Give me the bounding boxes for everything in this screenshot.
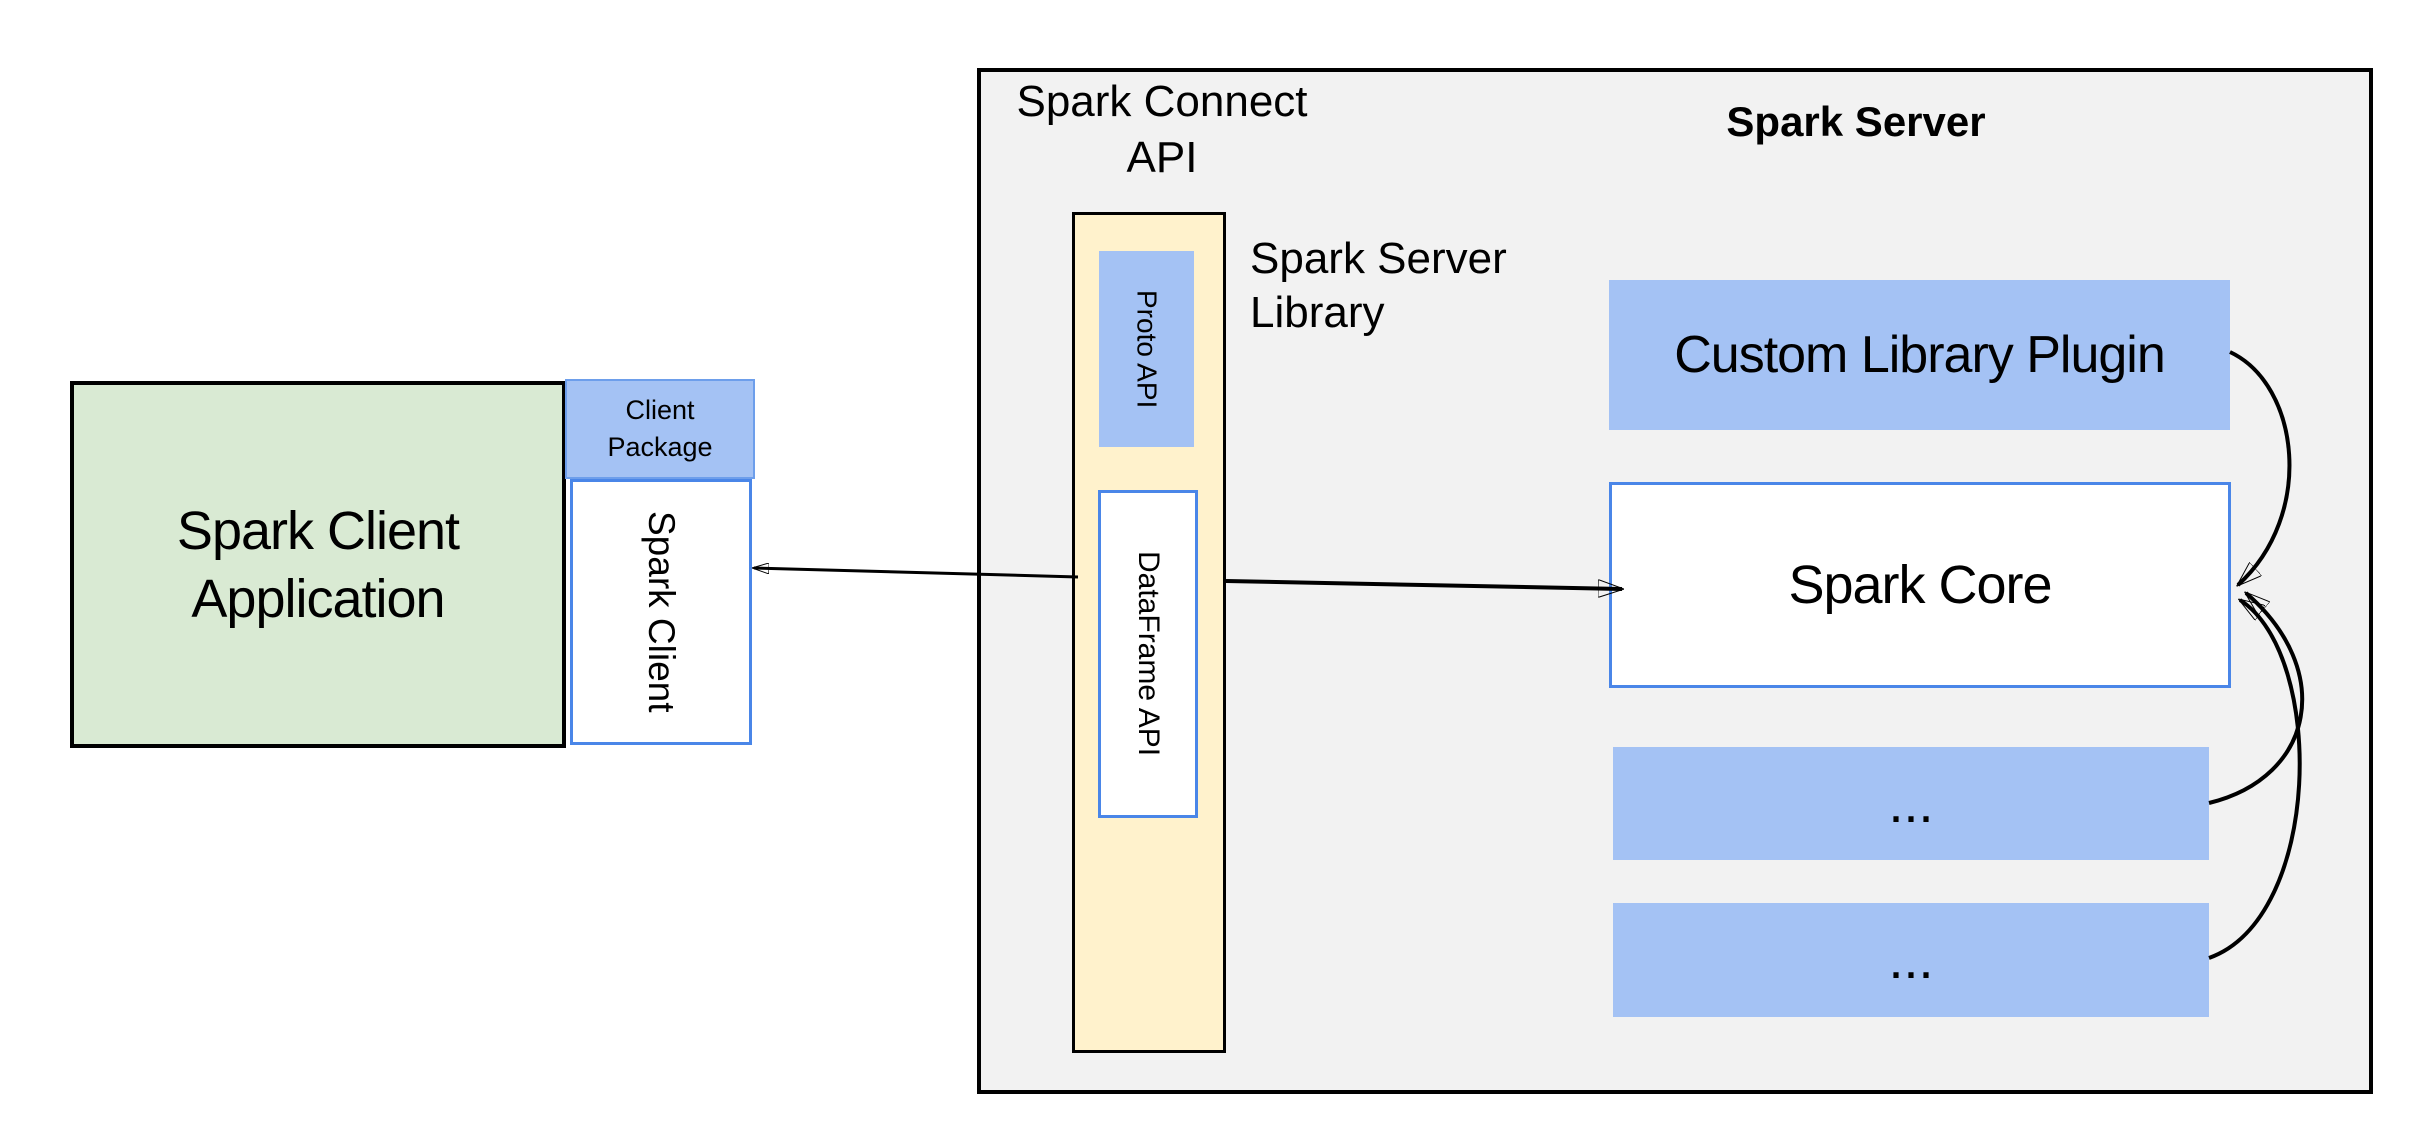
spark-client-box: Spark Client	[570, 479, 752, 745]
client-package-box: Client Package	[565, 379, 755, 479]
dataframe-api-box: DataFrame API	[1098, 490, 1198, 818]
spark-server-library-label: Spark Server Library	[1250, 234, 1507, 337]
dataframe-api-label: DataFrame API	[1132, 551, 1165, 757]
spark-client-label: Spark Client	[641, 511, 682, 713]
custom-library-plugin-label: Custom Library Plugin	[1674, 326, 2166, 384]
module-1-label: ...	[1888, 773, 1934, 834]
spark-connect-api-title: Spark Connect API	[1016, 77, 1308, 182]
spark-client-application-box: Spark Client Application	[70, 381, 566, 748]
proto-api-label: Proto API	[1131, 289, 1163, 409]
custom-library-plugin-box: Custom Library Plugin	[1609, 280, 2230, 430]
module-box-1: ...	[1613, 747, 2209, 860]
proto-api-box: Proto API	[1099, 251, 1194, 447]
spark-core-label: Spark Core	[1788, 555, 2052, 615]
spark-server-title: Spark Server	[1726, 98, 1986, 145]
spark-client-application-label: Spark Client Application	[176, 500, 460, 629]
client-package-label: Client Package	[607, 395, 713, 462]
module-2-label: ...	[1888, 930, 1934, 990]
module-box-2: ...	[1613, 903, 2209, 1017]
spark-core-box: Spark Core	[1609, 482, 2231, 688]
